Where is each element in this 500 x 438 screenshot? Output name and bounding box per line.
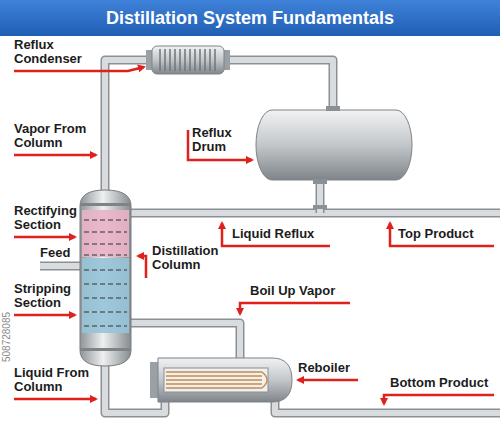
reflux-condenser — [146, 46, 230, 74]
callout-label: Rectifying Section — [14, 204, 94, 232]
drum-nozzle — [326, 106, 340, 111]
callout-label: Boil Up Vapor — [250, 284, 335, 298]
flange — [146, 50, 152, 70]
flange — [224, 50, 230, 70]
product-pipe — [275, 400, 500, 413]
title: Distillation System Fundamentals — [0, 0, 500, 36]
pipes — [40, 60, 500, 413]
leader-line — [384, 395, 494, 404]
leader-line — [14, 236, 75, 239]
callout-label: Liquid Reflux — [232, 227, 314, 241]
callout-label: Vapor From Column — [14, 122, 104, 150]
callout-label: Distillation Column — [152, 244, 236, 272]
column-seam — [80, 203, 131, 206]
reflux-drum — [256, 106, 412, 184]
column-seam — [80, 348, 131, 351]
watermark: 508728085 — [1, 312, 13, 362]
leader-line — [14, 154, 96, 157]
leader-line — [138, 256, 146, 278]
condenser-fins — [160, 49, 215, 71]
leader-line — [14, 67, 144, 71]
tubes — [166, 372, 262, 388]
vapor-pipe — [105, 60, 150, 192]
vapor-pipe — [105, 60, 150, 192]
distillation-column — [80, 190, 131, 366]
callout-label: Bottom Product — [390, 376, 488, 390]
leader-line — [14, 398, 96, 401]
callout-label: Feed — [40, 246, 70, 260]
callout-label: Liquid From Column — [14, 366, 108, 394]
tray-lines — [84, 220, 127, 255]
callout-label: Reflux Drum — [192, 126, 248, 154]
rectifying-zone — [82, 210, 129, 257]
leader-line — [222, 223, 330, 246]
tube-bundle — [164, 368, 268, 392]
flange — [150, 362, 158, 398]
condensate-pipe — [226, 60, 333, 112]
boilup-pipe — [131, 323, 240, 360]
drum-nozzle — [313, 179, 327, 184]
boilup-pipe — [131, 323, 240, 360]
leader-line — [298, 379, 358, 382]
condensate-pipe — [226, 60, 333, 112]
feed-pipe — [40, 262, 82, 271]
bottoms-pipe — [105, 362, 165, 413]
callout-label: Reboiler — [298, 361, 350, 375]
callout-label: Top Product — [398, 227, 474, 241]
column-shell — [80, 190, 131, 366]
leader-line — [14, 314, 75, 317]
leader-line — [240, 303, 350, 314]
callout-label: Stripping Section — [14, 282, 94, 310]
reboiler-shell — [158, 358, 292, 402]
callout-label: Reflux Condenser — [14, 38, 94, 66]
bottoms-pipe — [105, 362, 165, 413]
leader-line — [390, 223, 494, 246]
condenser-shell — [152, 46, 224, 74]
pipe-flange — [313, 205, 327, 209]
product-pipe — [275, 400, 500, 413]
drum-shell — [256, 110, 412, 180]
tube-bend — [262, 372, 267, 388]
leader-lines — [14, 67, 494, 404]
feed-pipe — [40, 263, 82, 269]
tray-lines — [84, 270, 127, 326]
reboiler — [150, 358, 292, 402]
stripping-zone — [82, 258, 129, 333]
